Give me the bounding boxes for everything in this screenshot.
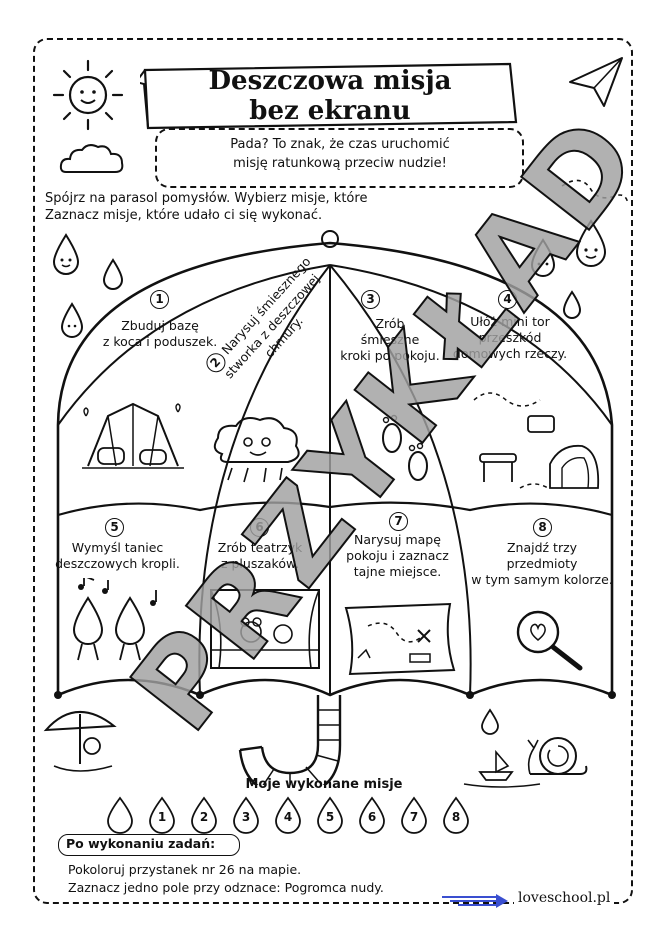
intro-line-1: Spójrz na parasol pomysłów. Wybierz misj… [45, 191, 368, 206]
subtitle-line-2: misję ratunkową przeciw nudzie! [233, 156, 447, 171]
mission-3-text: Zrób śmieszne kroki po pokoju. [340, 316, 440, 363]
drop-7[interactable]: 7 [409, 810, 419, 824]
mission-6-text: Zrób teatrzyk z pluszaków. [217, 540, 303, 571]
mission-number-6: 6 [250, 518, 269, 537]
drop-5[interactable]: 5 [325, 810, 335, 824]
raindrop-face-icon [530, 238, 556, 277]
drop-1[interactable]: 1 [157, 810, 167, 824]
mission-5-text: Wymyśl taniec deszczowych kropli. [55, 540, 180, 571]
brand-name[interactable]: loveschool.pl [514, 890, 615, 906]
footer-label: Po wykonaniu zadań: [66, 836, 216, 851]
footer-line-1: Pokoloruj przystanek nr 26 na mapie. [68, 862, 302, 877]
subtitle-box [155, 128, 524, 188]
title-line-2: bez ekranu [249, 96, 411, 126]
raindrop-face-icon [575, 219, 607, 267]
puppet-theater-icon [210, 589, 320, 669]
mission-7-text: Narysuj mapę pokoju i zaznacz tajne miej… [346, 532, 449, 579]
dancing-raindrops-icon [72, 578, 157, 661]
sun-icon [52, 59, 124, 131]
mission-number-8: 8 [533, 518, 552, 537]
drop-6[interactable]: 6 [367, 810, 377, 824]
drops-outline [107, 796, 469, 834]
drop-3[interactable]: 3 [241, 810, 251, 824]
magnifying-glass-icon [516, 610, 583, 671]
footer-line-2: Zaznacz jedno pole przy odznace: Pogromc… [68, 880, 384, 895]
mission-number-7: 7 [389, 512, 408, 531]
arrow-lines-icon [442, 894, 508, 908]
mission-1-text: Zbuduj bazę z koca i poduszek. [102, 318, 218, 349]
raindrop-icon [562, 290, 582, 319]
raindrop-face-icon [52, 233, 80, 275]
cloud-monster-icon [213, 417, 300, 483]
mission-number-4: 4 [498, 290, 517, 309]
mission-number-3: 3 [361, 290, 380, 309]
footer-label-box [58, 834, 240, 856]
treasure-map-icon [344, 602, 456, 676]
page-title: Deszczowa misja bez ekranu [180, 66, 480, 126]
page-border [33, 38, 633, 904]
completed-drops-row: 1 2 3 4 5 6 7 8 [104, 796, 504, 836]
drop-8[interactable]: 8 [451, 810, 461, 824]
flight-path-line [561, 179, 629, 205]
raindrop-icon [102, 258, 124, 290]
paper-plane-icon [569, 57, 623, 107]
child-with-umbrella-icon [43, 711, 117, 772]
mission-number-1: 1 [150, 290, 169, 309]
cloud-icon [59, 144, 124, 173]
mission-number-5: 5 [105, 518, 124, 537]
blanket-fort-icon [82, 402, 184, 469]
drop-4[interactable]: 4 [283, 810, 293, 824]
subtitle-line-1: Pada? To znak, że czas uruchomić [230, 137, 450, 152]
intro-line-2: Zaznacz misje, które udało ci się wykona… [45, 208, 323, 223]
raindrop-face-icon [60, 302, 84, 338]
subtitle: Pada? To znak, że czas uruchomić misję r… [170, 135, 510, 173]
mission-4-text: Ułóż mini tor przeszkód domowych rzeczy. [452, 314, 568, 361]
snail-and-boat-icon [463, 708, 588, 788]
title-banner [140, 62, 518, 130]
completed-missions-title: Moje wykonane misje [245, 777, 403, 792]
intro-text: Spójrz na parasol pomysłów. Wybierz misj… [45, 190, 465, 224]
mission-8-text: Znajdź trzy przedmioty w tym samym kolor… [471, 540, 613, 587]
drop-2[interactable]: 2 [199, 810, 209, 824]
footprints-icon [382, 414, 428, 481]
obstacle-course-icon [473, 392, 600, 489]
title-line-1: Deszczowa misja [208, 66, 452, 96]
